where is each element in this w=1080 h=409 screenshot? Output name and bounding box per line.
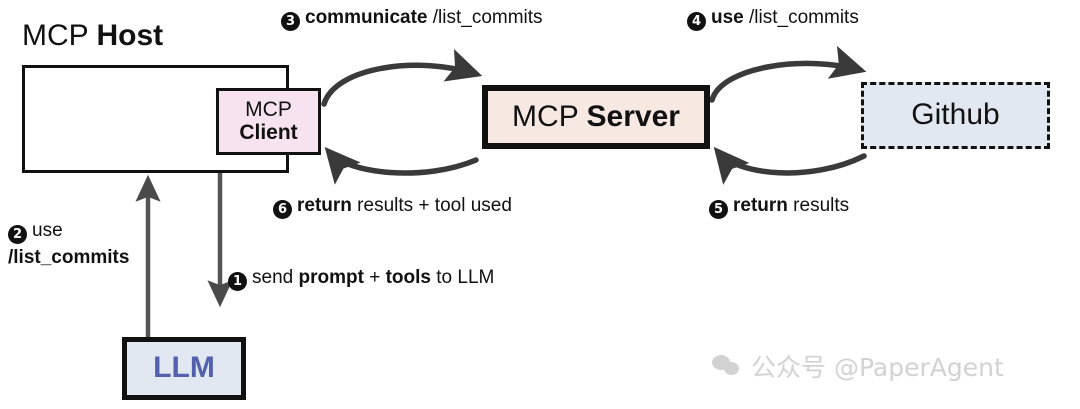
step-3-suffix: /list_commits [427,7,543,28]
step-2-prefix: use [32,220,63,241]
github-label: Github [911,98,1000,132]
step-6-suffix: results + tool used [351,195,512,216]
step-label-1: 1 send prompt + tools to LLM [228,266,494,291]
step-1-prefix: send [252,267,299,288]
step-number-4-icon: 4 [687,12,706,31]
mcp-client-box[interactable]: MCP Client [216,88,321,155]
step-label-6: 6 return results + tool used [273,194,512,219]
step-label-5: 5 return results [709,194,849,219]
mcp-server-label: MCP Server [512,99,680,133]
arrow-server-to-client [324,147,479,185]
step-1-bold1: prompt [298,267,364,288]
mcp-client-label-line2: Client [239,120,298,144]
mcp-server-label-regular: MCP [512,99,587,133]
step-label-4: 4 use /list_commits [687,6,859,31]
step-6-bold1: return [297,195,352,216]
mcp-server-box[interactable]: MCP Server [482,85,710,149]
step-4-suffix: /list_commits [743,7,859,28]
page-title: MCP Host [22,18,163,55]
step-label-2: 2 use /list_commits [8,219,129,269]
watermark: 公众号 @PaperAgent [712,348,1004,384]
wechat-icon [712,354,742,378]
github-box[interactable]: Github [861,82,1050,149]
step-1-suffix: to LLM [430,267,495,288]
mcp-server-label-bold: Server [586,99,680,133]
page-title-bold: Host [96,19,164,52]
page-title-regular: MCP [22,19,97,52]
step-number-5-icon: 5 [709,200,728,219]
watermark-text: 公众号 @PaperAgent [751,353,1004,382]
step-number-3-icon: 3 [281,12,300,31]
llm-label: LLM [153,351,215,385]
step-label-3: 3 communicate /list_commits [281,6,543,31]
step-number-2-icon: 2 [8,225,27,244]
llm-box[interactable]: LLM [122,337,246,400]
step-3-bold1: communicate [305,7,428,28]
step-number-6-icon: 6 [273,200,292,219]
arrow-github-to-server [713,146,867,185]
step-1-bold2: tools [385,267,431,288]
arrow-server-to-github [709,45,867,103]
step-1-mid: + [363,267,386,288]
step-2-bold1: /list_commits [8,247,130,268]
arrow-client-to-server [321,49,483,107]
step-number-1-icon: 1 [228,272,247,291]
mcp-client-label-line1: MCP [245,97,292,121]
step-4-bold1: use [711,7,744,28]
step-5-bold1: return [733,195,788,216]
step-5-suffix: results [787,195,850,216]
